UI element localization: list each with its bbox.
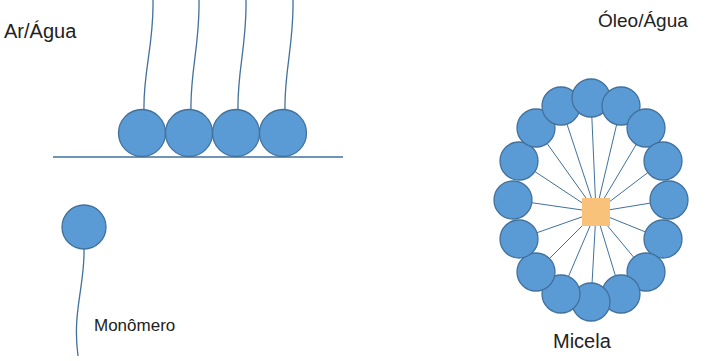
hydrophobic-tail (191, 0, 199, 110)
interface-line (53, 156, 343, 157)
polar-head (494, 181, 532, 219)
polar-head (644, 142, 682, 180)
polar-head (213, 110, 260, 157)
micelle-tails (513, 98, 669, 302)
oil-core (582, 198, 610, 226)
hydrophobic-tail (144, 0, 153, 110)
polar-head (119, 110, 166, 157)
polar-head (500, 142, 538, 180)
polar-head (644, 220, 682, 258)
hydrophobic-tail (76, 249, 84, 356)
polar-head (62, 205, 106, 249)
polar-head (517, 253, 555, 291)
hydrophobic-tail (238, 0, 246, 110)
polar-head (500, 220, 538, 258)
tails (76, 0, 293, 356)
micelle-heads (494, 79, 688, 321)
polar-head (627, 109, 665, 147)
label-text: Micela (553, 330, 611, 353)
polar-head (260, 110, 307, 157)
label-text: Óleo/Água (598, 10, 688, 32)
hydrophobic-tail (285, 0, 293, 110)
label-text: Monômero (94, 316, 175, 336)
polar-head (650, 181, 688, 219)
polar-head (166, 110, 213, 157)
polar-heads (62, 110, 307, 250)
label-text: Ar/Água (4, 20, 76, 43)
